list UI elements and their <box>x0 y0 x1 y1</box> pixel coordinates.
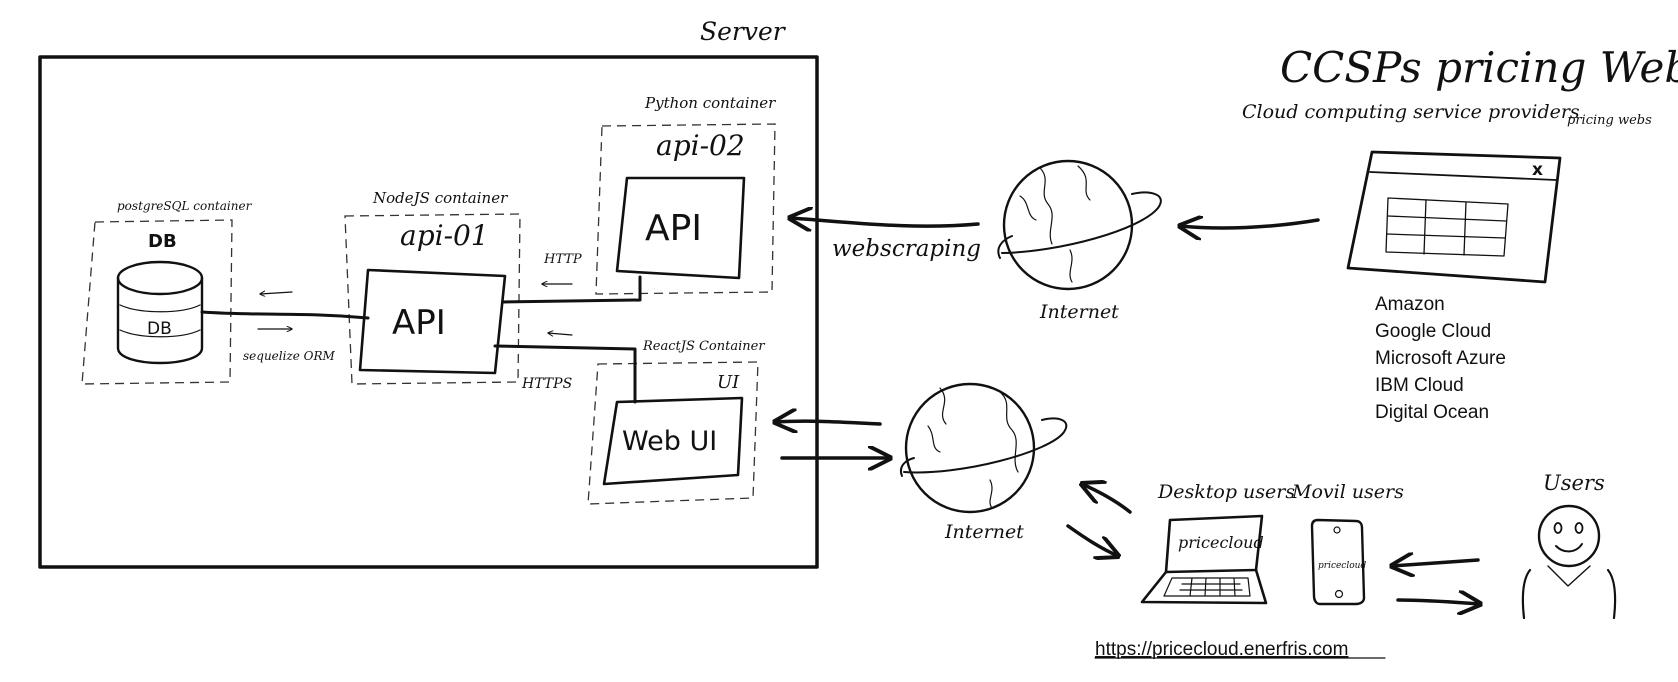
server-box <box>38 55 819 569</box>
webscraping-label: webscraping <box>832 236 981 262</box>
ccsp-subtitle: Cloud computing service providers <box>1242 101 1580 123</box>
pricing-web-window-icon <box>1346 150 1562 284</box>
ccsp-title: CCSPs pricing Webs <box>1280 43 1678 92</box>
ccsp-subtitle-small: pricing webs <box>1567 113 1652 128</box>
phone-screen-label: pricecloud <box>1318 561 1366 571</box>
ui-container <box>587 361 759 505</box>
internet-top-label: Internet <box>1039 301 1119 323</box>
internet-bottom-label: Internet <box>944 521 1024 543</box>
provider-item: Microsoft Azure <box>1375 348 1506 369</box>
api01-box <box>358 268 507 375</box>
internet-to-clients-arrow <box>1066 524 1118 556</box>
api01-api02-connector <box>501 275 642 304</box>
web-ui-box-label: Web UI <box>622 426 717 457</box>
api02-container-label: Python container <box>644 94 776 112</box>
phone-icon <box>1310 518 1366 606</box>
globe-icon-top <box>997 159 1162 291</box>
server-label: Server <box>700 17 787 46</box>
orm-label: sequelize ORM <box>243 349 336 363</box>
site-url-link[interactable]: https://pricecloud.enerfris.com <box>1095 639 1348 660</box>
http-label: HTTP <box>543 252 582 267</box>
provider-item: Google Cloud <box>1375 321 1491 342</box>
user-icon <box>1521 504 1617 620</box>
orm-arrow-left <box>260 292 293 294</box>
https-label: HTTPS <box>521 376 572 392</box>
ui-container-label: ReactJS Container <box>642 339 765 354</box>
api02-container <box>595 123 776 295</box>
database-icon <box>116 260 204 365</box>
api01-box-label: API <box>392 303 446 343</box>
users-label: Users <box>1543 471 1605 495</box>
provider-list: Amazon Google Cloud Microsoft Azure IBM … <box>1375 294 1506 423</box>
globe-icon-bottom <box>900 382 1068 514</box>
users-to-mobile-arrow <box>1392 560 1480 566</box>
mobile-to-users-arrow <box>1396 600 1480 604</box>
db-container-label: postgreSQL container <box>117 199 253 213</box>
db-cylinder-label: DB <box>147 319 172 339</box>
internet-to-ui-arrow <box>775 421 882 424</box>
api02-box-label: API <box>645 208 702 249</box>
clients-to-internet-arrow <box>1082 484 1132 514</box>
desktop-users-label: Desktop users <box>1157 481 1295 503</box>
provider-item: IBM Cloud <box>1375 375 1464 396</box>
ccsp-to-internet-arrow <box>1180 220 1320 228</box>
api01-ui-connector <box>493 344 637 404</box>
db-container <box>81 219 233 385</box>
api01-title: api-01 <box>400 219 489 252</box>
provider-item: Digital Ocean <box>1375 402 1489 423</box>
ui-title: UI <box>717 372 740 393</box>
api02-title: api-02 <box>656 129 745 162</box>
webscraping-arrow <box>790 218 980 226</box>
db-api01-connector <box>200 310 370 320</box>
api01-container-label: NodeJS container <box>372 189 508 207</box>
laptop-screen-label: pricecloud <box>1178 533 1264 552</box>
laptop-icon <box>1140 514 1268 605</box>
window-close-icon: x <box>1532 160 1543 180</box>
api02-box <box>615 176 746 280</box>
https-arrow <box>548 333 573 335</box>
mobile-users-label: Movil users <box>1291 481 1404 503</box>
db-title: DB <box>148 231 177 252</box>
provider-item: Amazon <box>1375 294 1445 315</box>
web-ui-box <box>602 396 744 486</box>
